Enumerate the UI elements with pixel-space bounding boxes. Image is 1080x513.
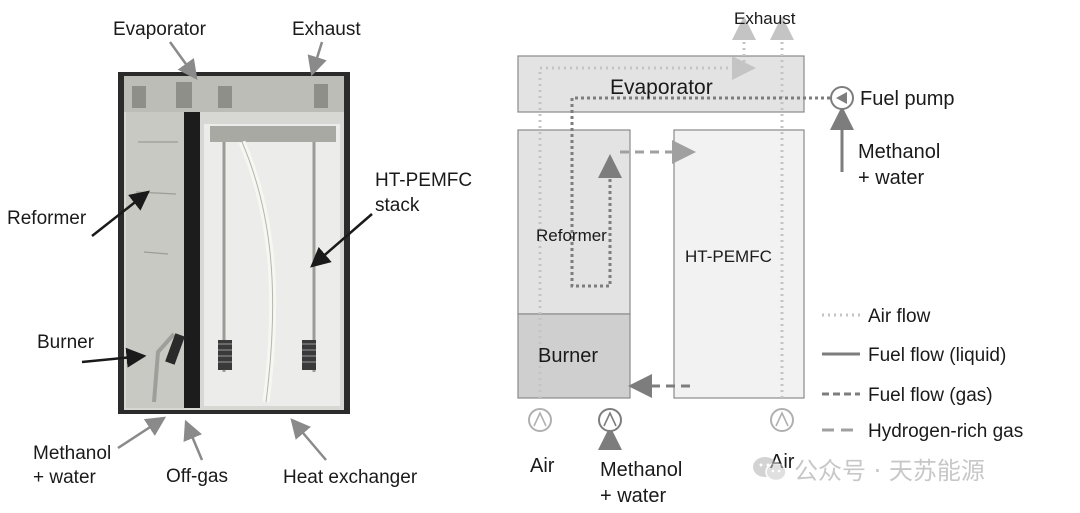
schematic-label-evaporator: Evaporator [610,76,713,99]
fuel-pump-icon [830,86,854,110]
fuel-gas-path [570,96,830,288]
schematic-label-reformer: Reformer [536,226,607,245]
callout-stack [310,213,373,268]
legend-label-fuel-liquid: Fuel flow (liquid) [868,345,1006,366]
schematic-label-methanol-bottom-line2: + water [600,485,666,507]
callout-heat-exchanger [290,418,327,461]
legend-label-fuel-gas: Fuel flow (gas) [868,385,993,406]
schematic-label-burner: Burner [538,345,598,367]
schematic-label-methanol-bottom-line1: Methanol [600,459,682,481]
photo-label-burner: Burner [37,332,95,353]
schematic-label-methanol-line2: + water [858,167,924,189]
evaporator-block [517,55,805,113]
wechat-icon [753,456,787,481]
photo-label-methanol-line2: + water [33,467,96,488]
callout-reformer [91,190,150,237]
photo-label-methanol-line1: Methanol [33,443,112,464]
photo-label-stack-line1: HT-PEMFC [375,170,473,191]
watermark: 公众号 · 天苏能源 [752,451,985,486]
legend: Air flow Fuel flow (liquid) Fuel flow (g… [822,306,1023,442]
system-photo [118,72,350,414]
photo-callouts [81,41,373,461]
burner-block [517,313,631,399]
schematic-label-air-left: Air [530,455,555,477]
reformer-block [517,129,631,315]
air-fan-left-icon [528,408,552,432]
schematic-label-exhaust: Exhaust [734,9,796,28]
photo-label-reformer: Reformer [7,208,87,229]
schematic-label-stack: HT-PEMFC [685,247,772,266]
photo-label-offgas: Off-gas [166,466,228,487]
legend-label-hydrogen: Hydrogen-rich gas [868,421,1023,442]
callout-evaporator [168,41,198,81]
photo-label-evaporator: Evaporator [113,19,206,40]
legend-label-air: Air flow [868,306,931,327]
air-fan-right-icon [770,408,794,432]
methanol-pump-icon [598,408,622,432]
photo-label-exhaust: Exhaust [292,19,361,40]
watermark-text: 公众号 · 天苏能源 [794,457,985,485]
callout-exhaust [307,41,327,77]
schematic-label-fuel-pump: Fuel pump [860,88,955,110]
photo-label-stack-line2: stack [375,195,420,216]
callout-burner [81,347,147,368]
schematic-diagram: Exhaust Evaporator Fuel pump Methanol + … [517,9,1023,507]
callout-offgas [183,419,204,461]
schematic-label-methanol-line1: Methanol [858,141,940,163]
callout-methanol [117,416,167,450]
photo-label-heat-exchanger: Heat exchanger [283,467,418,488]
